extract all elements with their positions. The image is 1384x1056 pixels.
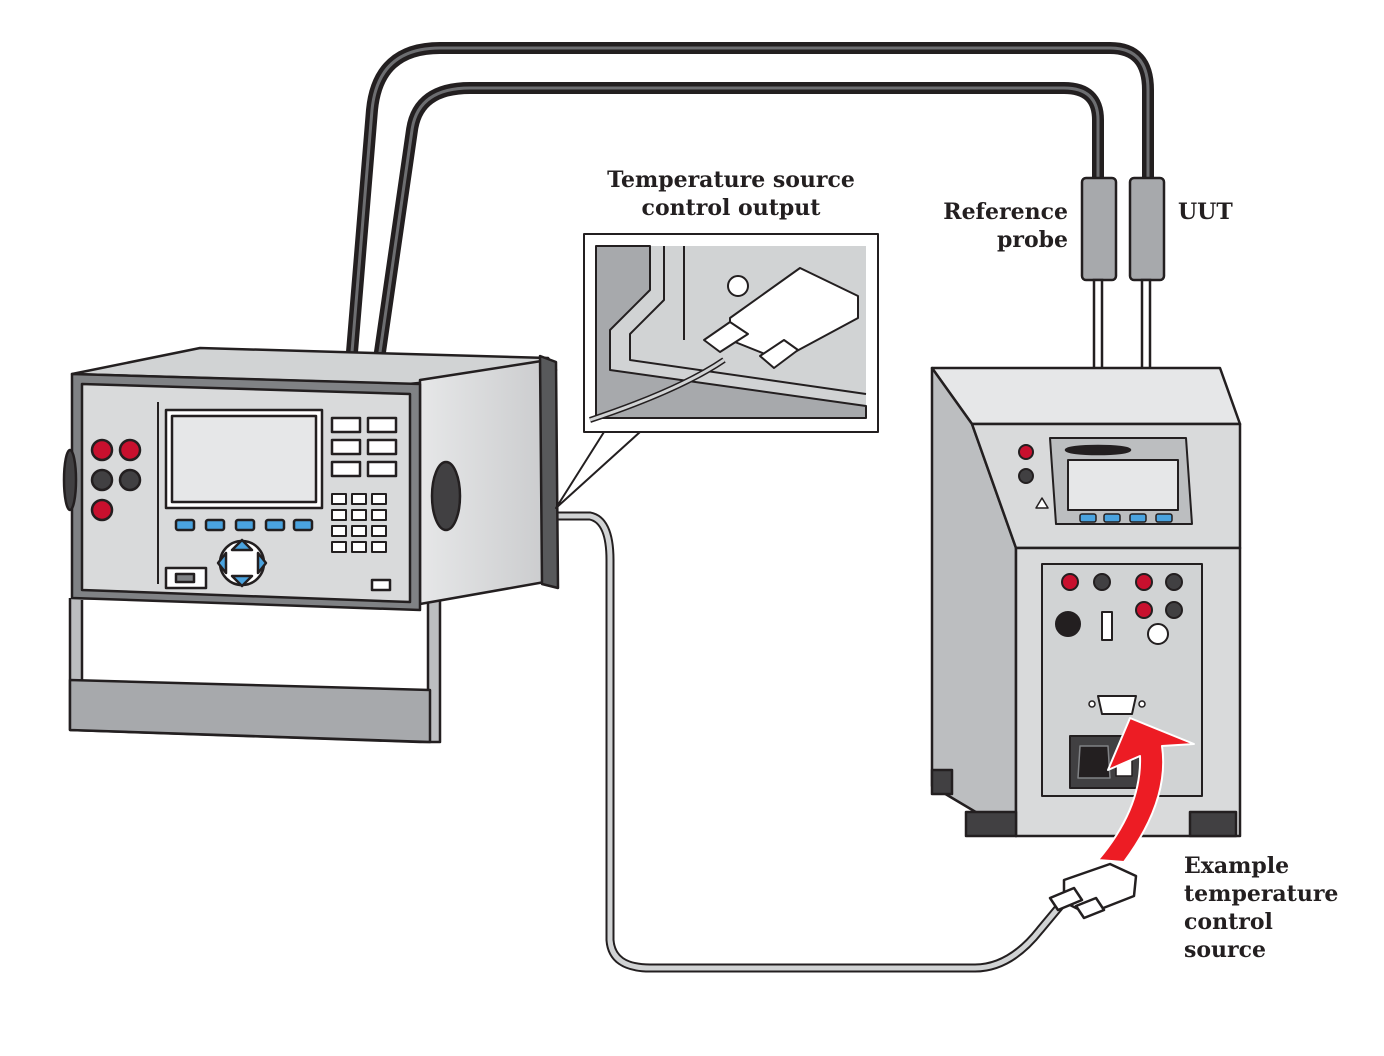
inset-zoom — [555, 233, 879, 509]
probes — [1080, 176, 1166, 394]
uut-line: UUT — [1178, 199, 1233, 225]
example-source-label: Example temperature control source — [1184, 852, 1338, 964]
inset-title-label: Temperature source control output — [596, 166, 866, 222]
connect-arrow — [1097, 717, 1195, 863]
inset-title-line-2: control output — [641, 195, 821, 221]
example-source-line-2: temperature — [1184, 881, 1339, 907]
calibrator-instrument — [62, 346, 560, 744]
reference-probe-label: Reference probe — [920, 198, 1068, 254]
example-source-line-3: control — [1184, 909, 1273, 935]
control-cable — [543, 511, 1065, 973]
example-source-line-4: source — [1184, 937, 1267, 963]
temperature-source — [930, 366, 1242, 838]
probe-cables — [346, 42, 1154, 358]
uut-label: UUT — [1178, 198, 1233, 226]
reference-probe-line-2: probe — [996, 227, 1068, 253]
example-source-line-1: Example — [1184, 853, 1290, 879]
db9-connector — [1048, 862, 1138, 920]
inset-title-line-1: Temperature source — [607, 167, 855, 193]
reference-probe-line-1: Reference — [943, 199, 1068, 225]
